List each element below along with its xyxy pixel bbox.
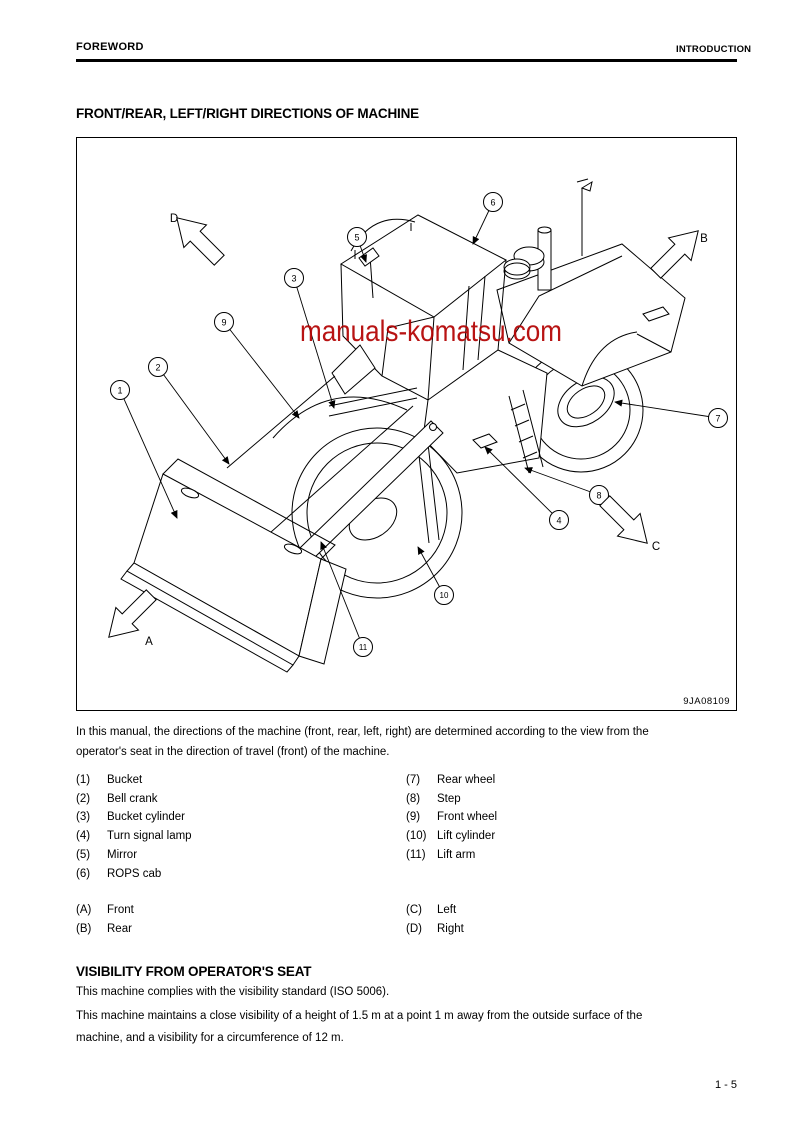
arrow-right-direction bbox=[176, 217, 225, 266]
svg-text:9: 9 bbox=[221, 318, 226, 328]
page-number: 1 - 5 bbox=[714, 1079, 737, 1091]
turn-signal-lamp bbox=[472, 433, 498, 449]
callout-7: 7 bbox=[708, 408, 728, 428]
tank-cap bbox=[503, 258, 531, 276]
visibility-paragraph: This machine maintains a close visibilit… bbox=[76, 1006, 756, 1049]
parts-list-item: (2)Bell crank bbox=[76, 792, 158, 805]
callout-9: 9 bbox=[214, 312, 234, 332]
svg-text:11: 11 bbox=[359, 643, 368, 652]
svg-text:3: 3 bbox=[291, 274, 296, 284]
header-left: FOREWORD bbox=[76, 41, 144, 53]
paragraph-line: In this manual, the directions of the ma… bbox=[76, 726, 649, 738]
letter-c: C bbox=[652, 541, 660, 553]
machine-drawing bbox=[120, 178, 686, 673]
bucket-cylinder bbox=[328, 387, 418, 417]
parts-list-item: (9)Front wheel bbox=[406, 811, 498, 824]
svg-text:10: 10 bbox=[440, 591, 449, 600]
paragraph-line: operator's seat in the direction of trav… bbox=[76, 745, 390, 758]
parts-list-item: (5)Mirror bbox=[76, 848, 138, 861]
callout-3: 3 bbox=[284, 268, 304, 288]
parts-list-item: (1)Bucket bbox=[76, 774, 143, 786]
section-title-visibility: VISIBILITY FROM OPERATOR'S SEAT bbox=[76, 964, 312, 979]
parts-list-item: (3)Bucket cylinder bbox=[76, 811, 185, 824]
figure-code: 9JA08109 bbox=[683, 696, 730, 707]
callout-5: 5 bbox=[347, 227, 367, 247]
callout-11: 11 bbox=[353, 637, 373, 657]
header-rule bbox=[76, 59, 737, 62]
direction-list-right: (C)Left (D)Right bbox=[406, 901, 464, 938]
callout-1: 1 bbox=[110, 380, 130, 400]
svg-text:2: 2 bbox=[155, 363, 160, 373]
arrow-left-direction bbox=[599, 495, 648, 544]
section-title-directions: FRONT/REAR, LEFT/RIGHT DIRECTIONS OF MAC… bbox=[76, 106, 419, 121]
header-right: INTRODUCTION bbox=[676, 44, 752, 55]
callout-10: 10 bbox=[434, 585, 454, 605]
parts-list-left: (1)Bucket (2)Bell crank (3)Bucket cylind… bbox=[76, 771, 192, 883]
direction-list-item: (B)Rear bbox=[76, 922, 132, 935]
svg-text:6: 6 bbox=[490, 198, 495, 208]
callout-8: 8 bbox=[589, 485, 609, 505]
machine-figure: 1 2 3 4 5 6 7 8 9 10 11 D B C bbox=[108, 178, 730, 707]
letter-a: A bbox=[145, 636, 153, 648]
machine-figure-frame: 1 2 3 4 5 6 7 8 9 10 11 D B C bbox=[76, 137, 737, 711]
arrow-front-direction bbox=[108, 589, 157, 638]
svg-text:5: 5 bbox=[354, 233, 359, 243]
visibility-line: This machine complies with the visibilit… bbox=[76, 986, 390, 998]
arrow-rear-direction bbox=[650, 230, 699, 279]
direction-list-left: (A)Front (B)Rear bbox=[76, 901, 134, 938]
directions-paragraph: In this manual, the directions of the ma… bbox=[76, 723, 752, 762]
parts-list-item: (8)Step bbox=[406, 792, 461, 805]
callout-6: 6 bbox=[483, 192, 503, 212]
callout-balloons: 1 2 3 4 5 6 7 8 9 10 11 bbox=[110, 192, 728, 657]
direction-arrows: D B C A bbox=[108, 213, 708, 648]
parts-list-item: (6)ROPS cab bbox=[76, 867, 162, 880]
watermark: manuals-komatsu.com bbox=[300, 315, 562, 348]
parts-list-item: (10)Lift cylinder bbox=[406, 830, 496, 843]
visibility-line: machine, and a visibility for a circumfe… bbox=[76, 1031, 344, 1044]
letter-d: D bbox=[170, 213, 178, 225]
callout-4: 4 bbox=[549, 510, 569, 530]
visibility-line: This machine maintains a close visibilit… bbox=[76, 1010, 643, 1022]
parts-list-item: (4)Turn signal lamp bbox=[76, 830, 192, 843]
parts-list-item: (11)Lift arm bbox=[406, 848, 476, 861]
parts-list-item: (7)Rear wheel bbox=[406, 774, 496, 786]
step-ladder bbox=[508, 389, 544, 474]
svg-text:7: 7 bbox=[715, 414, 720, 424]
direction-list-item: (A)Front bbox=[76, 904, 134, 916]
letter-b: B bbox=[700, 233, 708, 245]
callout-2: 2 bbox=[148, 357, 168, 377]
svg-text:4: 4 bbox=[556, 516, 561, 526]
direction-list-item: (D)Right bbox=[406, 922, 464, 935]
parts-list-right: (7)Rear wheel (8)Step (9)Front wheel (10… bbox=[406, 771, 497, 865]
direction-list-item: (C)Left bbox=[406, 904, 457, 916]
svg-text:1: 1 bbox=[117, 386, 122, 396]
svg-text:8: 8 bbox=[596, 491, 601, 501]
mirror-post bbox=[369, 255, 374, 299]
bell-crank bbox=[331, 344, 376, 395]
